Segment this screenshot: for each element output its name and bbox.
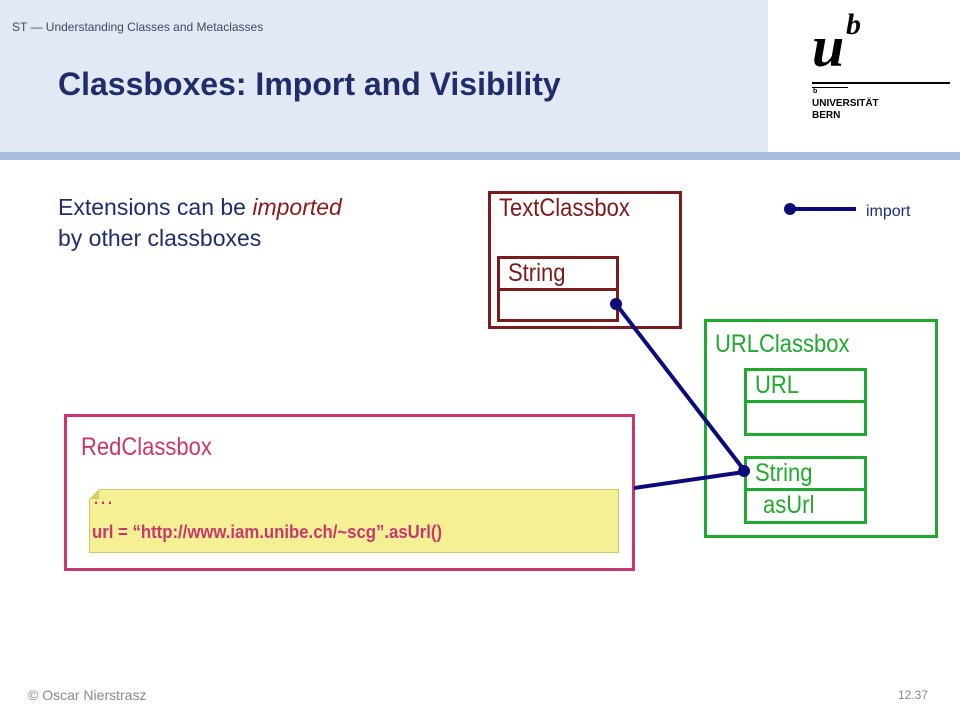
class-divider: [500, 288, 616, 291]
text-classbox-string-class: String: [497, 256, 619, 322]
body-text-before: Extensions can be: [58, 194, 253, 220]
class-divider: [747, 488, 864, 491]
body-text: Extensions can be imported by other class…: [58, 192, 342, 254]
text-classbox-title: TextClassbox: [499, 194, 630, 222]
header-band: [0, 0, 768, 152]
text-classbox: TextClassbox String: [488, 191, 682, 329]
legend-import-dot: [784, 203, 796, 215]
slide-title: Classboxes: Import and Visibility: [58, 66, 561, 102]
url-class-label: URL: [755, 371, 800, 399]
red-classbox: RedClassbox … url = “http://www.iam.unib…: [64, 414, 635, 571]
logo-small-b: b: [813, 88, 818, 95]
legend-import-label: import: [866, 203, 911, 220]
red-classbox-title: RedClassbox: [81, 433, 212, 461]
asurl-method-label: asUrl: [763, 491, 815, 519]
logo-city: BERN: [812, 110, 841, 121]
logo-rule-short: [812, 87, 848, 88]
header-rule: [0, 152, 960, 160]
code-ellipsis: …: [92, 484, 114, 509]
footer-page-number: 12.37: [898, 688, 929, 702]
body-text-after: by other classboxes: [58, 225, 262, 251]
footer-copyright: © Oscar Nierstrasz: [28, 687, 147, 703]
course-title: ST — Understanding Classes and Metaclass…: [12, 20, 264, 34]
code-note: … url = “http://www.iam.unibe.ch/~scg”.a…: [89, 484, 619, 553]
url-string-label: String: [755, 459, 813, 487]
logo-letter-b: b: [846, 8, 861, 41]
logo-rule: [812, 82, 950, 84]
logo-letter-u: u: [812, 14, 845, 79]
url-classbox-title: URLClassbox: [715, 330, 850, 358]
url-classbox: URLClassbox URL String asUrl: [704, 319, 938, 538]
university-logo: u b b UNIVERSITÄT BERN: [800, 8, 960, 138]
text-classbox-string-label: String: [508, 259, 566, 287]
url-classbox-url-class: URL: [744, 368, 867, 436]
url-classbox-string-class: String asUrl: [744, 456, 867, 524]
class-divider: [747, 400, 864, 403]
code-line: url = “http://www.iam.unibe.ch/~scg”.asU…: [92, 522, 443, 542]
logo-university: UNIVERSITÄT: [812, 98, 879, 109]
body-text-emphasis: imported: [252, 194, 342, 220]
note-corner-fold: [89, 489, 99, 499]
